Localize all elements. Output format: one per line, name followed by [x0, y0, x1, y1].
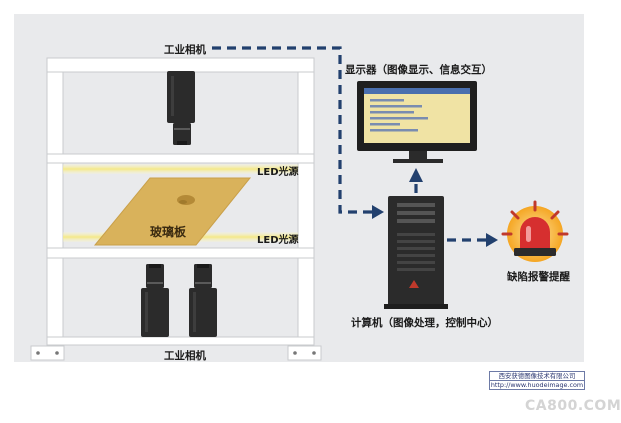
alarm-beacon-icon [501, 200, 569, 262]
rack-frame [30, 57, 322, 361]
rack-post-left [46, 57, 64, 357]
rack-beam-top [46, 57, 315, 73]
rack-base [46, 336, 315, 346]
computer-tower [384, 196, 448, 309]
arrowhead-to-monitor [409, 168, 423, 182]
rack-foot-left [30, 345, 65, 361]
camera-bottom-right [189, 264, 217, 337]
connector-arrowheads [372, 168, 498, 247]
rack-shelf-2 [46, 247, 315, 259]
arrowhead-to-alarm [486, 233, 498, 247]
rack-post-right [297, 57, 315, 357]
label-alarm: 缺陷报警提醒 [507, 271, 570, 283]
camera-bottom-left [141, 264, 169, 337]
label-monitor: 显示器（图像显示、信息交互） [345, 64, 492, 76]
diagram-graphics [30, 46, 569, 361]
label-led-top: LED光源 [257, 167, 299, 178]
label-glass: 玻璃板 [150, 225, 187, 239]
glass-defect-mark [177, 195, 195, 205]
connectors [212, 46, 486, 242]
label-computer: 计算机（图像处理，控制中心） [351, 317, 498, 329]
arrowhead-to-computer [372, 205, 384, 219]
monitor-screen [364, 88, 470, 143]
label-led-bottom: LED光源 [257, 235, 299, 246]
rack-shelf-1 [46, 153, 315, 164]
company-credit-box: 西安获德图像技术有限公司 http://www.huodeimage.com [489, 371, 585, 390]
label-camera-bottom: 工业相机 [164, 350, 206, 362]
label-camera-top: 工业相机 [164, 44, 206, 56]
led-light-top [63, 164, 298, 174]
company-url: http://www.huodeimage.com [490, 380, 584, 389]
monitor [357, 81, 477, 163]
camera-top [167, 71, 195, 145]
company-name: 西安获德图像技术有限公司 [498, 372, 576, 380]
connector-camera-to-computer [212, 46, 372, 214]
watermark: CA800.COM [525, 398, 621, 414]
rack-foot-right [287, 345, 322, 361]
diagram-canvas: 工业相机 工业相机 显示器（图像显示、信息交互） LED光源 LED光源 玻璃板… [14, 14, 621, 414]
glass-plate [93, 177, 252, 246]
